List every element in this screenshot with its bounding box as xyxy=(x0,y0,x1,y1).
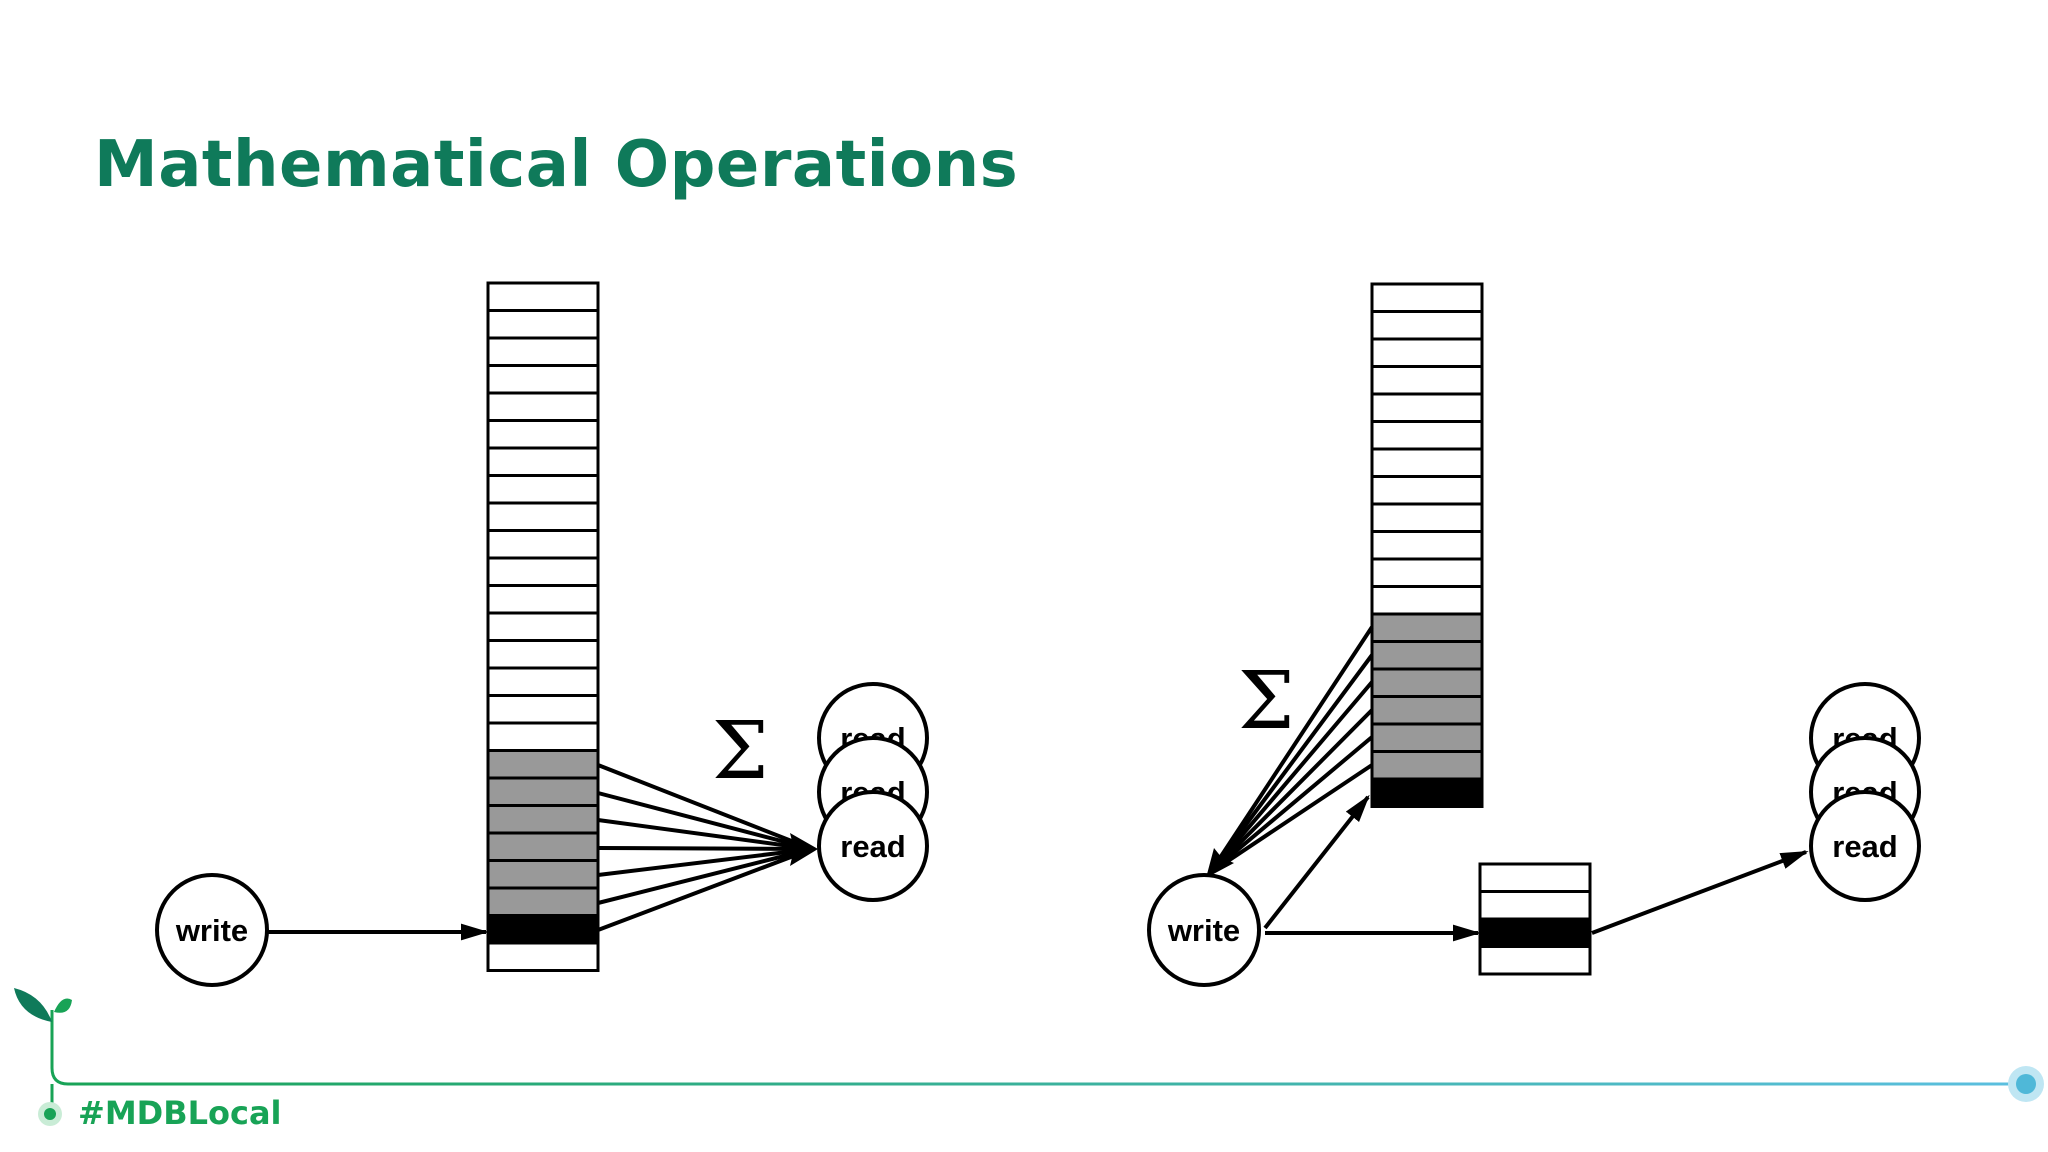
right-result-to-read-arrow xyxy=(1591,850,1809,935)
left-fan-arrowhead xyxy=(790,833,818,866)
right-log-cell-empty xyxy=(1370,475,1484,506)
left-log-cell-empty xyxy=(486,391,600,422)
right-log-cell-gray xyxy=(1370,612,1484,643)
left-log-cell-empty xyxy=(486,584,600,615)
left-log-cell-empty xyxy=(486,446,600,477)
right-write-to-log-arrow xyxy=(1263,794,1370,930)
right-result-cell-empty xyxy=(1478,862,1592,893)
right-result-cell-black xyxy=(1478,917,1592,948)
left-log-cell-empty xyxy=(486,281,600,312)
left-read-label-3: read xyxy=(840,829,905,864)
right-write-node xyxy=(1147,873,1261,987)
right-log-cell-gray xyxy=(1370,695,1484,726)
right-log-column xyxy=(1370,282,1484,808)
right-result-cell-empty xyxy=(1478,890,1592,921)
right-log-cell-empty xyxy=(1370,337,1484,368)
left-log-cell-gray xyxy=(486,859,600,890)
right-read-label-3: read xyxy=(1832,829,1897,864)
right-read-stack: read read read xyxy=(1809,682,1921,902)
left-log-cell-gray xyxy=(486,886,600,917)
left-log-column xyxy=(486,281,600,972)
right-sigma-symbol: Σ xyxy=(1238,654,1295,747)
left-log-cell-black xyxy=(486,914,600,945)
left-log-cell-gray xyxy=(486,776,600,807)
left-log-cell-empty xyxy=(486,419,600,450)
left-log-cell-empty xyxy=(486,474,600,505)
right-result-box xyxy=(1478,862,1592,976)
sprout-logo-icon xyxy=(14,988,72,1022)
footer-decoration xyxy=(14,988,2044,1126)
right-log-cell-empty xyxy=(1370,392,1484,423)
right-log-cell-empty xyxy=(1370,310,1484,341)
footer-line xyxy=(50,1010,2022,1086)
left-log-cell-empty xyxy=(486,721,600,752)
left-diagram: Σ read read read write xyxy=(155,281,929,987)
left-log-cell-empty xyxy=(486,364,600,395)
footer-start-dot-core xyxy=(44,1108,56,1120)
left-fan-lines xyxy=(597,763,813,932)
right-read-node-3 xyxy=(1809,790,1921,902)
right-diagram: Σ read read read write xyxy=(1147,282,1921,987)
right-log-cell-empty xyxy=(1370,420,1484,451)
right-log-cell-gray xyxy=(1370,750,1484,781)
right-log-cell-black xyxy=(1370,777,1484,808)
left-log-cell-empty xyxy=(486,694,600,725)
footer-end-dot-core xyxy=(2016,1074,2036,1094)
left-log-cell-empty xyxy=(486,556,600,587)
right-log-cell-empty xyxy=(1370,530,1484,561)
left-read-stack: read read read xyxy=(817,682,929,902)
left-read-node-3 xyxy=(817,790,929,902)
right-log-cell-empty xyxy=(1370,447,1484,478)
right-result-cell-empty xyxy=(1478,945,1592,976)
left-log-cell-empty xyxy=(486,336,600,367)
right-log-cell-empty xyxy=(1370,585,1484,616)
left-log-cell-empty xyxy=(486,529,600,560)
right-log-cell-empty xyxy=(1370,557,1484,588)
left-log-cell-gray xyxy=(486,749,600,780)
right-log-cell-gray xyxy=(1370,722,1484,753)
right-log-cell-empty xyxy=(1370,365,1484,396)
left-log-cell-empty xyxy=(486,666,600,697)
right-log-cell-empty xyxy=(1370,282,1484,313)
left-write-label: write xyxy=(175,913,248,948)
right-log-cell-gray xyxy=(1370,640,1484,671)
slide-title: Mathematical Operations xyxy=(94,128,1019,202)
right-fan-lines xyxy=(1208,625,1374,875)
left-log-cell-empty xyxy=(486,309,600,340)
right-log-cell-empty xyxy=(1370,502,1484,533)
right-fan-arrowhead xyxy=(1206,848,1234,878)
left-log-cell-empty xyxy=(486,941,600,972)
left-log-cell-gray xyxy=(486,804,600,835)
left-sigma-symbol: Σ xyxy=(712,704,769,797)
right-write-label: write xyxy=(1167,913,1240,948)
right-log-cell-gray xyxy=(1370,667,1484,698)
left-log-cell-empty xyxy=(486,639,600,670)
left-log-cell-empty xyxy=(486,611,600,642)
event-hashtag: #MDBLocal xyxy=(78,1094,282,1132)
left-log-cell-gray xyxy=(486,831,600,862)
left-log-cell-empty xyxy=(486,501,600,532)
